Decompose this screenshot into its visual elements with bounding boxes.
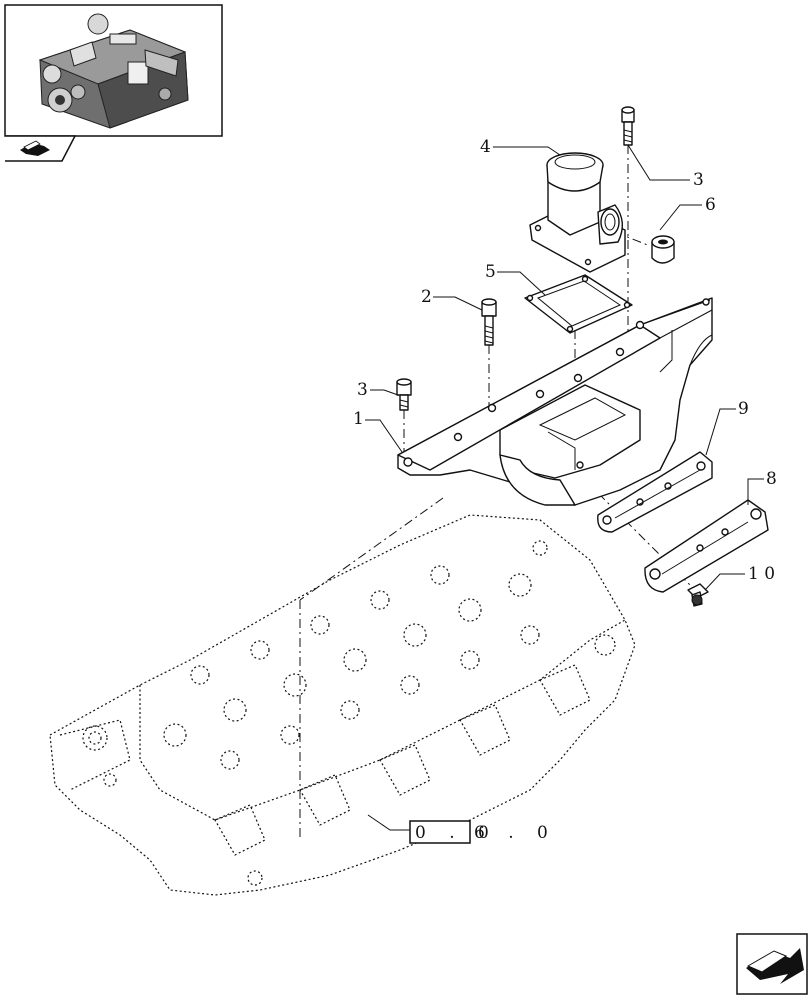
callout-6[interactable]: 6 bbox=[705, 195, 716, 215]
reference-boxed-text: 0 . 0 bbox=[415, 823, 498, 843]
leader-lines bbox=[365, 144, 764, 831]
callout-9[interactable]: 9 bbox=[738, 399, 749, 419]
callout-8[interactable]: 8 bbox=[766, 469, 777, 489]
reference-tail-text: 6 . 0 bbox=[474, 823, 557, 843]
part-3-short-bolt[interactable] bbox=[396, 378, 412, 411]
cylinder-head-outline bbox=[49, 514, 636, 896]
reference-label[interactable]: 0 . 0 6 . 0 bbox=[409, 820, 557, 844]
callout-3-left[interactable]: 3 bbox=[357, 380, 368, 400]
next-page-arrow-icon bbox=[746, 948, 804, 984]
callout-4[interactable]: 4 bbox=[480, 137, 491, 157]
part-10-screw[interactable] bbox=[687, 583, 709, 607]
catalog-arrow-icon bbox=[20, 140, 50, 156]
part-4-intake-elbow[interactable] bbox=[529, 152, 626, 273]
part-3-long-bolt-top[interactable] bbox=[621, 106, 635, 146]
next-page-button[interactable] bbox=[736, 933, 808, 995]
callout-2[interactable]: 2 bbox=[421, 287, 432, 307]
callout-3-top[interactable]: 3 bbox=[693, 170, 704, 190]
part-9-gasket-strip[interactable] bbox=[597, 451, 713, 533]
catalog-arrow-tab[interactable] bbox=[5, 135, 77, 162]
part-1-intake-manifold[interactable] bbox=[397, 297, 713, 506]
part-6-plug[interactable] bbox=[651, 235, 675, 264]
callout-numbers: 4 3 6 5 2 3 1 9 8 1 0 bbox=[353, 137, 777, 584]
callout-1[interactable]: 1 bbox=[353, 409, 364, 429]
part-2-bolt[interactable] bbox=[481, 298, 497, 346]
callout-5[interactable]: 5 bbox=[485, 262, 496, 282]
engine-thumbnail[interactable] bbox=[4, 4, 223, 137]
part-8-plate[interactable] bbox=[644, 499, 769, 593]
callout-10[interactable]: 1 0 bbox=[748, 564, 775, 584]
part-5-gasket[interactable] bbox=[524, 274, 633, 334]
engine-thumbnail-icon bbox=[38, 13, 189, 129]
